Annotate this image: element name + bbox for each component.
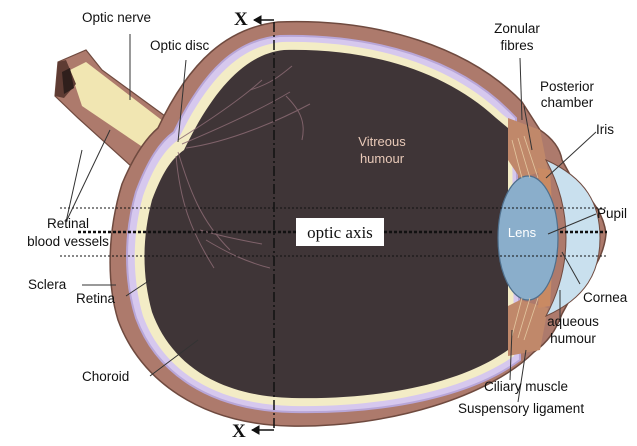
vitreous-label-line2: humour xyxy=(360,151,405,166)
suspensory-ligament-label: Suspensory ligament xyxy=(458,401,584,416)
section-mark-top: X xyxy=(234,9,248,30)
ciliary-muscle-label: Ciliary muscle xyxy=(484,379,568,394)
aqueous-label-line1: aqueous xyxy=(547,314,599,329)
choroid-label: Choroid xyxy=(82,369,129,384)
iris-label: Iris xyxy=(596,122,614,137)
retinal-vessels-label-line2: blood vessels xyxy=(27,234,109,249)
retinal-vessels-label-line1: Retinal xyxy=(47,216,89,231)
section-mark-bottom: X xyxy=(232,421,246,441)
cornea-label: Cornea xyxy=(583,290,628,305)
vitreous-label-line1: Vitreous xyxy=(358,134,406,149)
optic-nerve-label: Optic nerve xyxy=(82,10,151,25)
zonular-label-line1: Zonular xyxy=(494,21,540,36)
pupil-label: Pupil xyxy=(597,206,627,221)
zonular-label-line2: fibres xyxy=(500,38,533,53)
aqueous-label-line2: humour xyxy=(550,331,596,346)
retina-label: Retina xyxy=(76,291,116,306)
posterior-chamber-label-line1: Posterior xyxy=(540,79,595,94)
sclera-label: Sclera xyxy=(28,277,67,292)
posterior-chamber-label-line2: chamber xyxy=(541,95,594,110)
optic-axis-label: optic axis xyxy=(307,223,373,242)
optic-disc-label: Optic disc xyxy=(150,38,210,53)
lens-label: Lens xyxy=(508,225,537,240)
